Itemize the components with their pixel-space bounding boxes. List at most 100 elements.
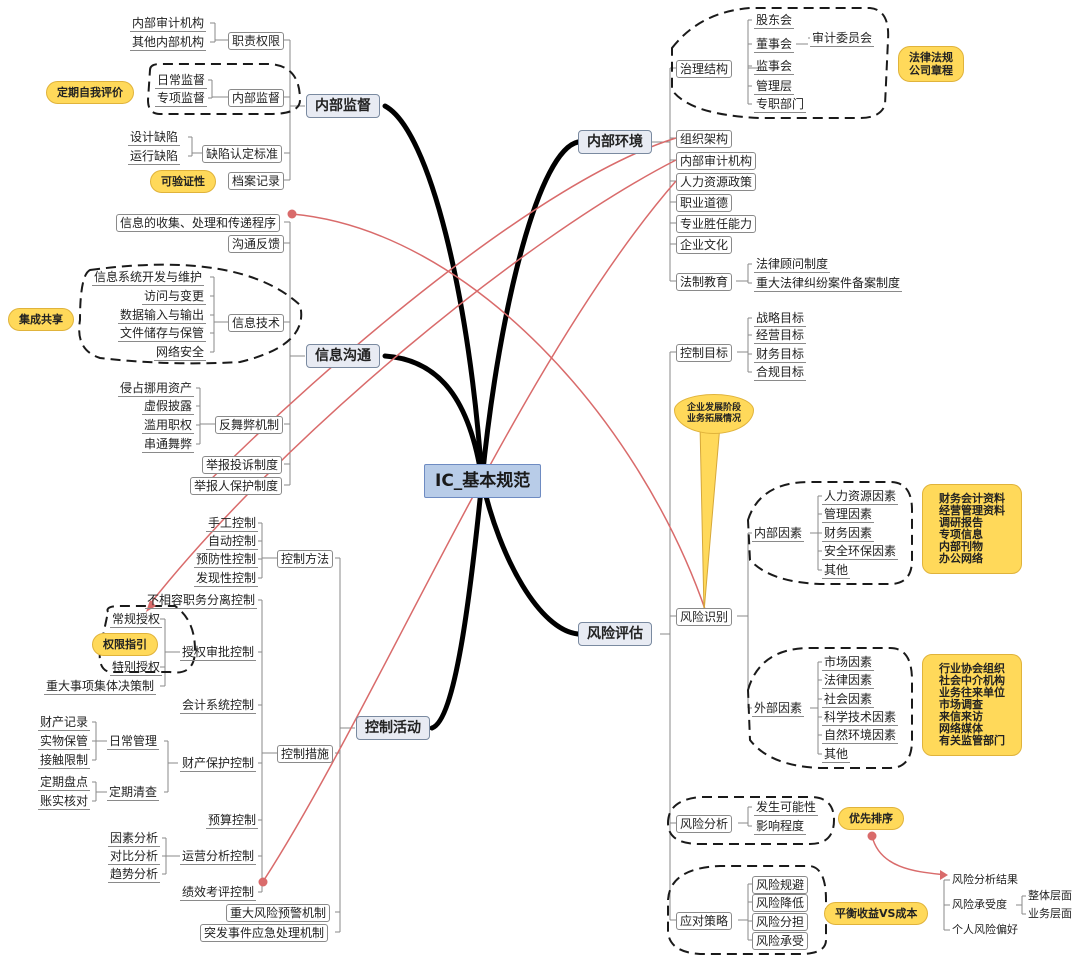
- node-auth-approval[interactable]: 授权审批控制: [180, 645, 257, 661]
- node-trend-analysis[interactable]: 趋势分析: [108, 867, 161, 883]
- node-emergency[interactable]: 突发事件应急处理机制: [200, 924, 329, 942]
- node-defect[interactable]: 缺陷认定标准: [202, 145, 283, 163]
- node-access[interactable]: 访问与变更: [142, 289, 207, 305]
- node-control-objectives[interactable]: 控制目标: [676, 344, 733, 362]
- node-external-factors[interactable]: 外部因素: [752, 701, 805, 717]
- node-net-security[interactable]: 网络安全: [154, 345, 207, 361]
- node-false-disclosure[interactable]: 虚假披露: [142, 399, 195, 415]
- node-report-system[interactable]: 举报投诉制度: [202, 456, 283, 474]
- node-competence[interactable]: 专业胜任能力: [676, 215, 757, 233]
- node-operation-obj[interactable]: 经营目标: [754, 328, 807, 344]
- topic-environment[interactable]: 内部环境: [578, 130, 652, 154]
- node-special-auth[interactable]: 特别授权: [110, 660, 163, 676]
- node-supervisors[interactable]: 监事会: [754, 59, 795, 75]
- node-daily-management[interactable]: 日常管理: [107, 734, 160, 750]
- node-regular-auth[interactable]: 常规授权: [110, 612, 163, 628]
- node-control-methods[interactable]: 控制方法: [277, 550, 334, 568]
- node-legal-advisor[interactable]: 法律顾问制度: [754, 257, 831, 273]
- node-business-level[interactable]: 业务层面: [1028, 907, 1072, 920]
- node-info-procedure[interactable]: 信息的收集、处理和传递程序: [116, 214, 281, 232]
- node-nature-factor[interactable]: 自然环境因素: [822, 728, 899, 744]
- node-hr-policy[interactable]: 人力资源政策: [676, 173, 757, 191]
- node-budget-control[interactable]: 预算控制: [206, 813, 259, 829]
- node-risk-tolerance[interactable]: 风险承受度: [952, 898, 1007, 911]
- node-separation[interactable]: 不相容职务分离控制: [145, 593, 258, 609]
- node-daily-monitor[interactable]: 日常监督: [155, 73, 208, 89]
- node-risk-warning[interactable]: 重大风险预警机制: [226, 904, 331, 922]
- node-property-control[interactable]: 财产保护控制: [180, 756, 257, 772]
- root-topic[interactable]: IC_基本规范: [424, 464, 542, 498]
- node-special-monitor[interactable]: 专项监督: [155, 91, 208, 107]
- node-periodic-check[interactable]: 定期清查: [107, 785, 160, 801]
- node-mgmt-factor[interactable]: 管理因素: [822, 507, 875, 523]
- node-accept[interactable]: 风险承受: [752, 932, 809, 950]
- node-legal-dispute[interactable]: 重大法律纠纷案件备案制度: [754, 276, 903, 292]
- node-archive[interactable]: 档案记录: [228, 172, 285, 190]
- node-avoid[interactable]: 风险规避: [752, 876, 809, 894]
- node-detective-control[interactable]: 发现性控制: [194, 571, 259, 587]
- node-property-record[interactable]: 财产记录: [38, 715, 91, 731]
- node-audit-committee[interactable]: 审计委员会: [810, 31, 875, 47]
- node-share[interactable]: 风险分担: [752, 913, 809, 931]
- node-governance[interactable]: 治理结构: [676, 60, 733, 78]
- node-performance-control[interactable]: 绩效考评控制: [180, 885, 257, 901]
- node-sys-dev[interactable]: 信息系统开发与维护: [92, 270, 205, 286]
- node-special-dept[interactable]: 专职部门: [754, 97, 807, 113]
- node-response-strategy[interactable]: 应对策略: [676, 912, 733, 930]
- node-law-factor[interactable]: 法律因素: [822, 673, 875, 689]
- node-operation-control[interactable]: 运营分析控制: [180, 849, 257, 865]
- node-env-internal-audit[interactable]: 内部审计机构: [676, 152, 757, 170]
- node-internal-audit[interactable]: 内部审计机构: [130, 16, 207, 32]
- node-misappropriate[interactable]: 侵占挪用资产: [118, 381, 195, 397]
- node-file-store[interactable]: 文件储存与保管: [118, 326, 207, 342]
- node-management[interactable]: 管理层: [754, 79, 795, 95]
- node-finance-factor[interactable]: 财务因素: [822, 526, 875, 542]
- topic-internal-supervision[interactable]: 内部监督: [306, 94, 380, 118]
- node-impact[interactable]: 影响程度: [754, 819, 807, 835]
- node-design-defect[interactable]: 设计缺陷: [128, 130, 181, 146]
- node-social-factor[interactable]: 社会因素: [822, 692, 875, 708]
- node-duty[interactable]: 职责权限: [228, 32, 285, 50]
- node-info-tech[interactable]: 信息技术: [228, 314, 285, 332]
- node-feedback[interactable]: 沟通反馈: [228, 235, 285, 253]
- node-market-factor[interactable]: 市场因素: [822, 655, 875, 671]
- node-collusion[interactable]: 串通舞弊: [142, 437, 195, 453]
- node-access-limit[interactable]: 接触限制: [38, 753, 91, 769]
- node-safety-factor[interactable]: 安全环保因素: [822, 544, 899, 560]
- node-reduce[interactable]: 风险降低: [752, 894, 809, 912]
- node-probability[interactable]: 发生可能性: [754, 800, 819, 816]
- node-accounting-control[interactable]: 会计系统控制: [180, 698, 257, 714]
- node-ethics[interactable]: 职业道德: [676, 194, 733, 212]
- node-run-defect[interactable]: 运行缺陷: [128, 149, 181, 165]
- node-other-dept[interactable]: 其他内部机构: [130, 35, 207, 51]
- node-inventory[interactable]: 定期盘点: [38, 775, 91, 791]
- node-factor-analysis[interactable]: 因素分析: [108, 831, 161, 847]
- node-preventive-control[interactable]: 预防性控制: [194, 552, 259, 568]
- node-overall-level[interactable]: 整体层面: [1028, 889, 1072, 902]
- node-compliance-obj[interactable]: 合规目标: [754, 365, 807, 381]
- node-analysis-result[interactable]: 风险分析结果: [952, 873, 1018, 886]
- node-risk-analysis[interactable]: 风险分析: [676, 815, 733, 833]
- node-control-measures[interactable]: 控制措施: [277, 745, 334, 763]
- node-hr-factor[interactable]: 人力资源因素: [822, 489, 899, 505]
- node-custody[interactable]: 实物保管: [38, 734, 91, 750]
- node-internal-other[interactable]: 其他: [822, 563, 851, 579]
- node-culture[interactable]: 企业文化: [676, 236, 733, 254]
- node-whistleblower[interactable]: 举报人保护制度: [190, 477, 283, 495]
- node-risk-identify[interactable]: 风险识别: [676, 608, 733, 626]
- node-external-other[interactable]: 其他: [822, 747, 851, 763]
- node-compare-analysis[interactable]: 对比分析: [108, 849, 161, 865]
- node-strategic-obj[interactable]: 战略目标: [754, 311, 807, 327]
- node-finance-obj[interactable]: 财务目标: [754, 347, 807, 363]
- node-legal-edu[interactable]: 法制教育: [676, 273, 733, 291]
- node-anti-fraud[interactable]: 反舞弊机制: [215, 416, 284, 434]
- node-reconcile[interactable]: 账实核对: [38, 794, 91, 810]
- node-tech-factor[interactable]: 科学技术因素: [822, 710, 899, 726]
- node-monitor[interactable]: 内部监督: [228, 89, 285, 107]
- node-auto-control[interactable]: 自动控制: [206, 534, 259, 550]
- topic-info-comm[interactable]: 信息沟通: [306, 344, 380, 368]
- topic-control[interactable]: 控制活动: [356, 716, 430, 740]
- node-org-structure[interactable]: 组织架构: [676, 130, 733, 148]
- node-abuse-power[interactable]: 滥用职权: [142, 418, 195, 434]
- node-data-io[interactable]: 数据输入与输出: [118, 308, 207, 324]
